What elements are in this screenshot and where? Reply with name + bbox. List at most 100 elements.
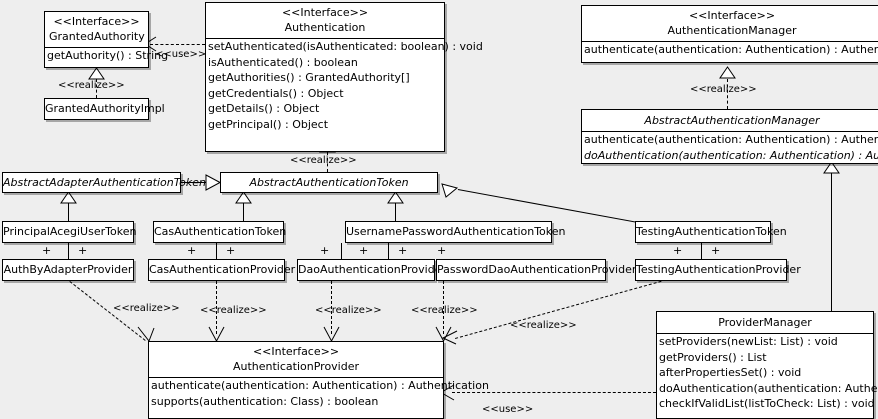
association-marker-plus: +: [398, 244, 408, 257]
realization-line-password-dao-authentication-provider: [443, 281, 444, 334]
class-divider: [582, 131, 878, 132]
operation-row: isAuthenticated() : boolean: [208, 55, 358, 69]
class-name-label: AuthenticationProvider: [232, 360, 360, 373]
generalization-line-provider-manager: [831, 173, 832, 311]
class-header-granted-authority: <<Interface>> GrantedAuthority: [45, 12, 148, 47]
association-marker-plus: +: [673, 244, 683, 257]
class-box-abstract-authentication-manager[interactable]: AbstractAuthenticationManager authentica…: [581, 109, 878, 164]
class-box-provider-manager[interactable]: ProviderManager setProviders(newList: Li…: [656, 311, 878, 419]
operation-row: setAuthenticated(isAuthenticated: boolea…: [208, 40, 483, 53]
class-box-authentication-manager[interactable]: <<Interface>> AuthenticationManager auth…: [581, 5, 878, 63]
label-realize-abstract-authentication-token: <<realize>>: [290, 155, 357, 166]
class-box-abstract-adapter-authentication-token[interactable]: AbstractAdapterAuthenticationToken: [2, 172, 206, 193]
realization-line-abstract-authentication-manager: [727, 79, 728, 109]
class-box-password-dao-authentication-provider[interactable]: PasswordDaoAuthenticationProvider: [436, 259, 636, 281]
class-box-granted-authority[interactable]: <<Interface>> GrantedAuthority getAuthor…: [44, 11, 168, 68]
class-name-label: AbstractAdapterAuthenticationToken: [3, 176, 206, 189]
association-line-principal-acegi-auth-by-adapter: [68, 243, 69, 260]
label-realize-dao-authentication-provider: <<realize>>: [315, 305, 382, 316]
class-name-label: ProviderManager: [718, 316, 812, 329]
generalization-line-username-password-token: [395, 203, 396, 221]
class-box-cas-authentication-token[interactable]: CasAuthenticationToken: [153, 221, 287, 243]
stereotype-label: <<Interface>>: [281, 6, 369, 19]
label-realize-granted-authority-impl: <<realize>>: [58, 80, 125, 91]
operation-row: authenticate(authentication: Authenticat…: [151, 379, 489, 392]
class-divider: [206, 38, 444, 39]
class-divider: [149, 377, 443, 378]
class-header-authentication-manager: <<Interface>> AuthenticationManager: [582, 6, 878, 41]
stereotype-label: <<Interface>>: [688, 9, 776, 22]
label-realize-password-dao-authentication-provider: <<realize>>: [411, 305, 478, 316]
class-name-label: PrincipalAcegiUserToken: [3, 225, 137, 238]
class-box-principal-acegi-user-token[interactable]: PrincipalAcegiUserToken: [2, 221, 137, 243]
class-name-label: DaoAuthenticationProvider: [298, 263, 446, 276]
operation-row: checkIfValidList(listToCheck: List) : vo…: [659, 397, 875, 410]
operation-row: setProviders(newList: List) : void: [659, 335, 838, 348]
class-box-dao-authentication-provider[interactable]: DaoAuthenticationProvider: [297, 259, 446, 281]
hollow-triangle-icon-abstract-authentication-token-left: [205, 174, 222, 191]
class-name-label: GrantedAuthority: [49, 30, 145, 43]
operations-compartment-authentication-provider: authenticate(authentication: Authenticat…: [149, 378, 489, 409]
label-use-authentication-granted-authority: <<use>>: [155, 49, 207, 60]
class-name-label: AbstractAuthenticationManager: [644, 114, 820, 127]
operation-row: authenticate(authentication: Authenticat…: [584, 43, 878, 56]
association-line-upat-passworddao-provider: [388, 243, 389, 244]
stereotype-label: <<Interface>>: [53, 15, 140, 28]
operation-row: getCredentials() : Object: [208, 86, 344, 100]
operation-row: getPrincipal() : Object: [208, 117, 329, 131]
class-box-abstract-authentication-token[interactable]: AbstractAuthenticationToken: [220, 172, 438, 193]
class-divider: [45, 47, 148, 48]
stereotype-label: <<Interface>>: [252, 345, 340, 358]
dependency-line-authentication-granted-authority: [150, 44, 205, 45]
operation-row: doAuthentication(authentication: Authent…: [659, 381, 878, 395]
association-marker-plus: +: [78, 244, 88, 257]
association-marker-plus: +: [711, 244, 721, 257]
open-arrow-icon-realize-testing-provider: [441, 330, 459, 346]
operation-row: supports(authentication: Class) : boolea…: [151, 394, 379, 408]
class-divider: [657, 333, 873, 334]
operation-row: afterPropertiesSet() : void: [659, 366, 802, 379]
class-box-cas-authentication-provider[interactable]: CasAuthenticationProvider: [148, 259, 295, 281]
class-box-granted-authority-impl[interactable]: GrantedAuthorityImpl: [44, 98, 165, 120]
association-line-upat-dao: [341, 243, 342, 260]
class-name-label: CasAuthenticationToken: [154, 225, 287, 238]
operation-row: getProviders() : List: [659, 350, 767, 364]
association-line-upat-dao-provider: [388, 243, 389, 260]
class-header-authentication: <<Interface>> Authentication: [206, 3, 444, 38]
class-box-username-password-authentication-token[interactable]: UsernamePasswordAuthenticationToken: [345, 221, 566, 243]
operations-compartment-abstract-authentication-manager: authenticate(authentication: Authenticat…: [582, 132, 878, 163]
class-box-authentication-provider[interactable]: <<Interface>> AuthenticationProvider aut…: [148, 341, 489, 419]
operation-row: getDetails() : Object: [208, 102, 320, 115]
class-name-label: AuthByAdapterProvider: [3, 263, 133, 276]
generalization-line-abstract-adapter-token: [180, 182, 206, 183]
class-name-label: AbstractAuthenticationToken: [249, 176, 409, 189]
operation-row-abstract: doAuthentication(authentication: Authent…: [584, 148, 878, 162]
label-realize-abstract-authentication-manager: <<realize>>: [690, 84, 757, 95]
class-divider: [582, 41, 878, 42]
hollow-triangle-icon-abstract-authentication-token-upat: [387, 191, 404, 204]
class-box-testing-authentication-token[interactable]: TestingAuthenticationToken: [635, 221, 787, 243]
operation-row: getAuthorities() : GrantedAuthority[]: [208, 71, 410, 84]
class-header-provider-manager: ProviderManager: [657, 312, 873, 333]
dependency-line-provider-manager-authentication-provider: [452, 392, 656, 393]
class-box-testing-authentication-provider[interactable]: TestingAuthenticationProvider: [635, 259, 801, 281]
hollow-triangle-icon-granted-authority: [88, 67, 105, 80]
association-line-testing-token-testing-provider: [701, 243, 702, 260]
realization-line-abstract-authentication-token: [327, 152, 328, 172]
generalization-line-principal-acegi-user-token: [68, 203, 69, 221]
operations-compartment-granted-authority: getAuthority() : String: [45, 48, 168, 64]
realization-line-dao-authentication-provider: [331, 281, 332, 334]
association-marker-plus: +: [320, 244, 330, 257]
operations-compartment-provider-manager: setProviders(newList: List) : void getPr…: [657, 334, 878, 412]
generalization-line-testing-authentication-token: [457, 189, 644, 225]
class-box-auth-by-adapter-provider[interactable]: AuthByAdapterProvider: [2, 259, 134, 281]
class-box-authentication[interactable]: <<Interface>> Authentication setAuthenti…: [205, 2, 483, 152]
hollow-triangle-icon-authentication-manager: [719, 66, 736, 79]
class-name-label: Authentication: [284, 21, 366, 34]
realization-line-cas-authentication-provider: [216, 281, 217, 334]
operations-compartment-authentication-manager: authenticate(authentication: Authenticat…: [582, 42, 878, 58]
hollow-triangle-icon-abstract-adapter-token: [60, 191, 77, 204]
association-marker-plus: +: [187, 244, 197, 257]
class-name-label: AuthenticationManager: [667, 24, 797, 37]
operation-row: authenticate(authentication: Authenticat…: [584, 133, 878, 146]
